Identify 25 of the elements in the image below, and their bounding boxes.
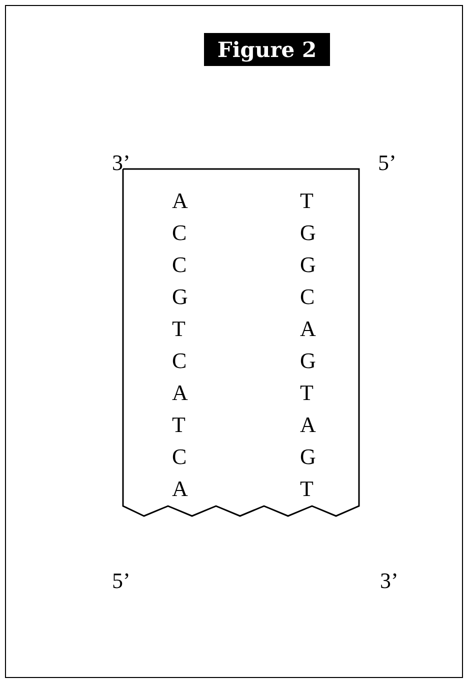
figure-title: Figure 2 [204,33,330,66]
base-letter: A [300,318,316,340]
base-letter: A [172,382,188,404]
base-letter: G [300,222,316,244]
base-letter: C [172,254,187,276]
base-letter: T [300,382,314,404]
base-letter: T [300,190,314,212]
base-letter: G [300,350,316,372]
strand-end-label: 3’ [380,570,398,592]
strand-end-label: 5’ [378,152,396,174]
base-letter: T [300,478,314,500]
base-letter: C [172,350,187,372]
base-letter: C [172,446,187,468]
base-letter: A [300,414,316,436]
base-letter: A [172,190,188,212]
base-letter: T [172,318,186,340]
base-letter: G [172,286,188,308]
base-letter: G [300,446,316,468]
base-letter: G [300,254,316,276]
base-letter: T [172,414,186,436]
base-letter: C [300,286,315,308]
strand-end-label: 3’ [112,152,130,174]
strand-end-label: 5’ [112,570,130,592]
base-letter: C [172,222,187,244]
base-letter: A [172,478,188,500]
